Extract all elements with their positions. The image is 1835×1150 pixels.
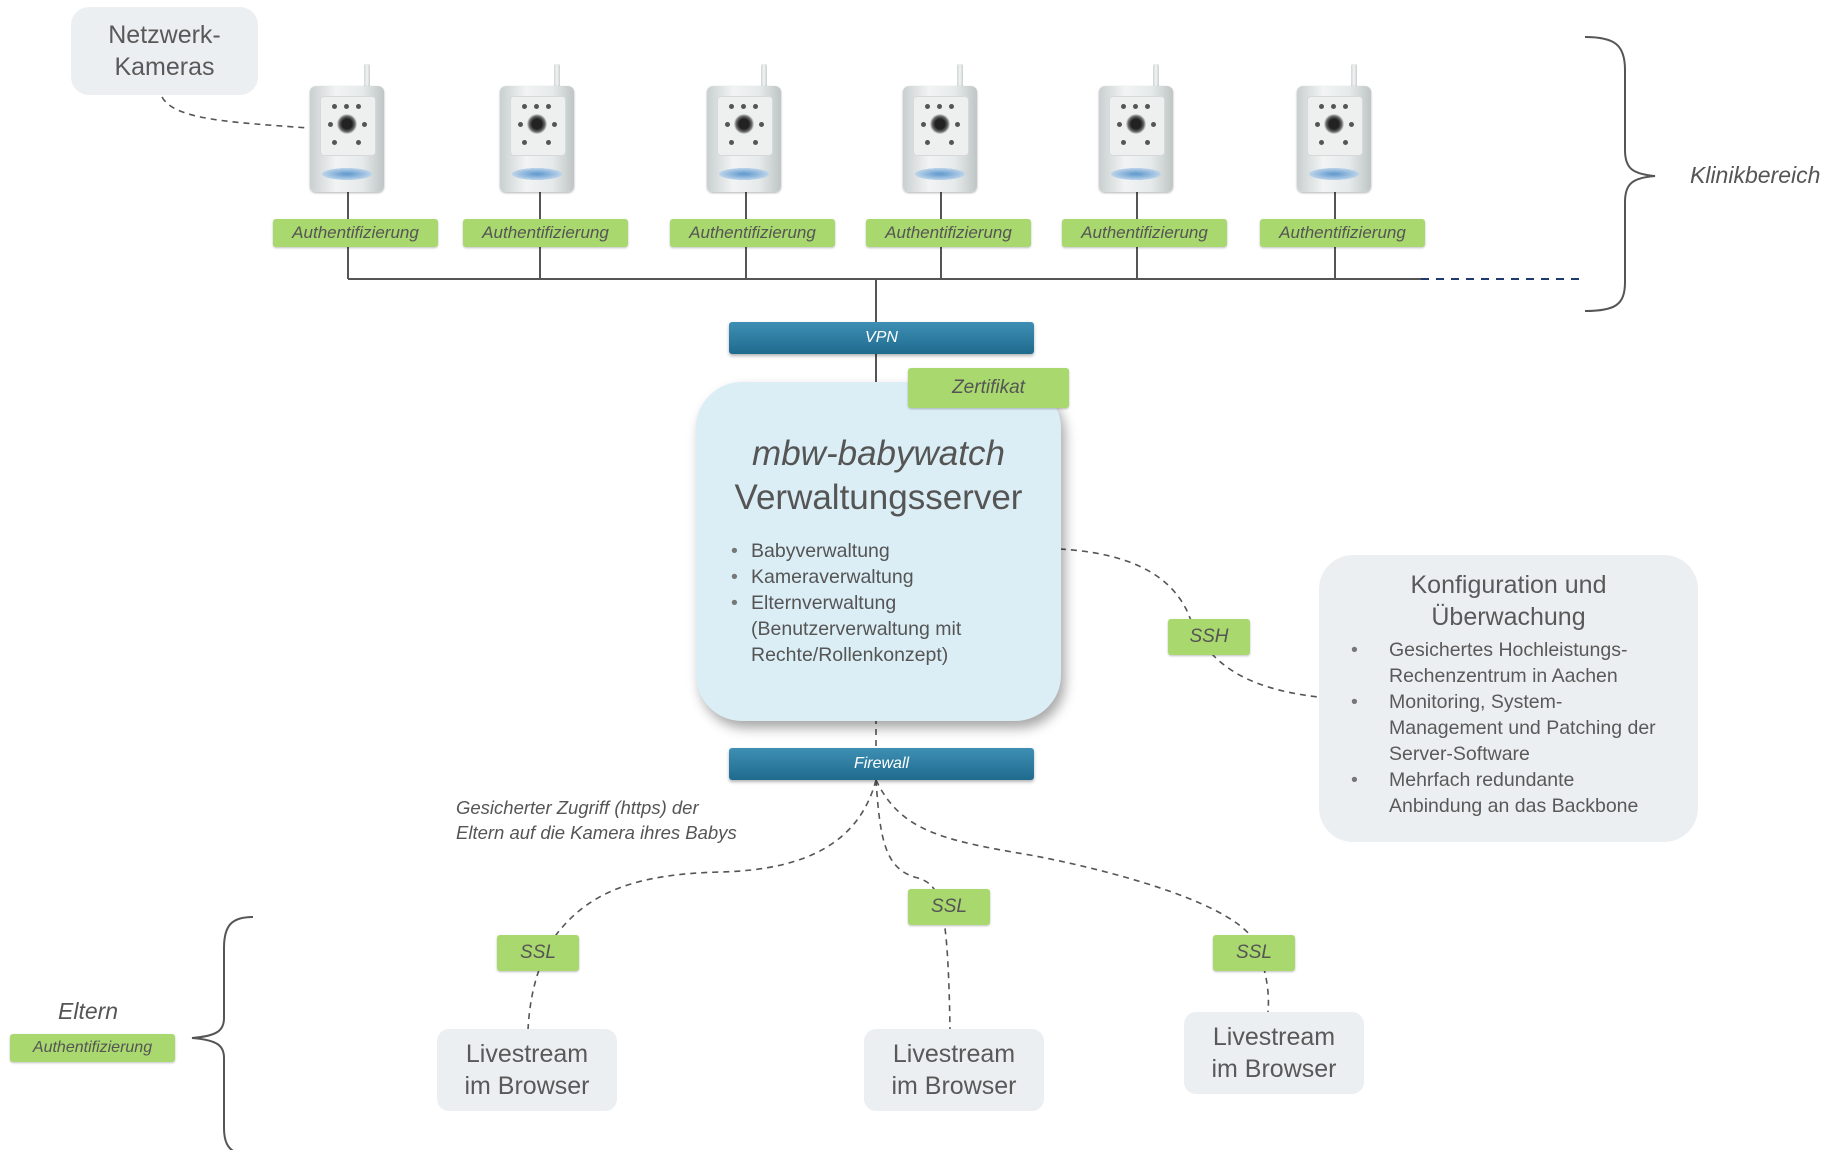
server-title: Verwaltungsserver	[734, 478, 1023, 517]
network-cameras-label-line1: Netzwerk-	[108, 21, 221, 49]
livestream-label-line2: im Browser	[464, 1072, 590, 1100]
parents-auth-tag: Authentifizierung	[10, 1034, 175, 1062]
network-camera-4-icon	[903, 64, 977, 194]
server-product-name: mbw-babywatch	[752, 434, 1005, 473]
livestream-label-line1: Livestream	[892, 1040, 1016, 1068]
server-feature-item: Elternverwaltung	[731, 590, 1061, 616]
server-feature-list: Babyverwaltung Kameraverwaltung Elternve…	[696, 538, 1061, 668]
certificate-tag: Zertifikat	[908, 368, 1069, 408]
network-cameras-label-box: Netzwerk- Kameras	[71, 7, 258, 95]
configuration-item-line: Management und Patching der	[1389, 717, 1656, 739]
livestream-label-line2: im Browser	[1211, 1055, 1337, 1083]
server-feature-item: Babyverwaltung	[731, 538, 1061, 564]
camera-2-auth-tag: Authentifizierung	[463, 219, 628, 247]
configuration-title-line1: Konfiguration und	[1410, 571, 1607, 599]
ssh-tag: SSH	[1168, 619, 1250, 655]
camera-4-auth-tag: Authentifizierung	[866, 219, 1031, 247]
ssl-tag-middle: SSL	[908, 889, 990, 925]
livestream-label-line1: Livestream	[465, 1040, 589, 1068]
livestream-browser-box-left: Livestream im Browser	[437, 1029, 617, 1111]
configuration-list: Gesichertes Hochleistungs- Rechenzentrum…	[1319, 637, 1698, 819]
clinic-area-label: Klinikbereich	[1690, 162, 1821, 188]
configuration-title-line2: Überwachung	[1431, 603, 1586, 631]
configuration-item: Mehrfach redundante Anbindung an das Bac…	[1351, 767, 1698, 819]
livestream-browser-box-middle: Livestream im Browser	[864, 1029, 1044, 1111]
network-cameras-label-line2: Kameras	[114, 53, 215, 81]
configuration-item-line: Rechenzentrum in Aachen	[1389, 665, 1618, 687]
network-camera-6-icon	[1297, 64, 1371, 194]
server-feature-continuation: (Benutzerverwaltung mit	[751, 618, 962, 640]
parents-label: Eltern	[58, 998, 119, 1024]
configuration-item-line: Monitoring, System-	[1389, 691, 1563, 713]
secure-access-note-line1: Gesicherter Zugriff (https) der	[456, 797, 699, 818]
configuration-item-line: Mehrfach redundante	[1389, 769, 1575, 791]
configuration-item-line: Gesichertes Hochleistungs-	[1389, 639, 1628, 661]
server-feature-continuation: Rechte/Rollenkonzept)	[751, 644, 949, 666]
network-camera-2-icon	[500, 64, 574, 194]
vpn-bar: VPN	[729, 322, 1034, 354]
network-camera-3-icon	[707, 64, 781, 194]
configuration-item-line: Anbindung an das Backbone	[1389, 795, 1639, 817]
server-feature-item: Kameraverwaltung	[731, 564, 1061, 590]
camera-3-auth-tag: Authentifizierung	[670, 219, 835, 247]
network-camera-5-icon	[1099, 64, 1173, 194]
livestream-label-line2: im Browser	[891, 1072, 1017, 1100]
configuration-item-line: Server-Software	[1389, 743, 1530, 765]
management-server-box: mbw-babywatch Verwaltungsserver Babyverw…	[696, 382, 1061, 721]
firewall-bar: Firewall	[729, 748, 1034, 780]
camera-6-auth-tag: Authentifizierung	[1260, 219, 1425, 247]
camera-5-auth-tag: Authentifizierung	[1062, 219, 1227, 247]
livestream-browser-box-right: Livestream im Browser	[1184, 1012, 1364, 1094]
camera-1-auth-tag: Authentifizierung	[273, 219, 438, 247]
network-camera-1-icon	[310, 64, 384, 194]
secure-access-note: Gesicherter Zugriff (https) der Eltern a…	[456, 795, 737, 845]
ssl-tag-left: SSL	[497, 935, 579, 971]
secure-access-note-line2: Eltern auf die Kamera ihres Babys	[456, 822, 737, 843]
ssl-tag-right: SSL	[1213, 935, 1295, 971]
configuration-monitoring-box: Konfiguration und Überwachung Gesicherte…	[1319, 555, 1698, 842]
livestream-label-line1: Livestream	[1212, 1023, 1336, 1051]
configuration-title: Konfiguration und Überwachung	[1319, 569, 1698, 633]
configuration-item: Monitoring, System- Management und Patch…	[1351, 689, 1698, 767]
configuration-item: Gesichertes Hochleistungs- Rechenzentrum…	[1351, 637, 1698, 689]
